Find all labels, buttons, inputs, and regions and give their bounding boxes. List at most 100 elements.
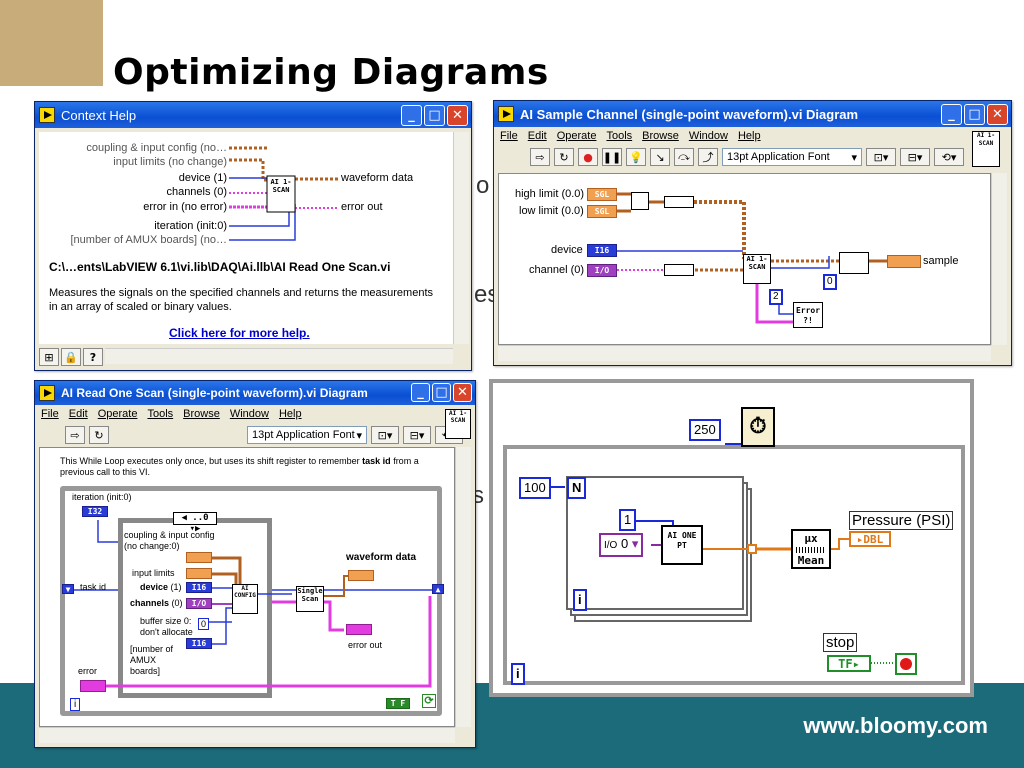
ai-one-pt-node[interactable]: AI ONE PT xyxy=(661,525,703,565)
context-help-titlebar[interactable]: Context Help _ □ ✕ xyxy=(35,102,471,128)
channel-select-control[interactable]: I/O 0 ▾ xyxy=(599,533,644,557)
high-limit-terminal[interactable]: SGL xyxy=(587,188,617,201)
menu-tools[interactable]: Tools xyxy=(147,408,174,420)
loop-condition-icon[interactable]: ⟳ xyxy=(422,694,436,708)
vi-icon: AI 1-SCAN xyxy=(972,131,1000,167)
horizontal-scrollbar[interactable] xyxy=(498,345,991,361)
waveform-data-terminal[interactable] xyxy=(348,570,374,581)
sample-terminal[interactable] xyxy=(887,255,921,268)
menu-window[interactable]: Window xyxy=(229,408,269,420)
distribute-icon[interactable]: ⊟▾ xyxy=(403,426,431,444)
horizontal-scrollbar[interactable] xyxy=(39,727,455,743)
coupling-terminal[interactable] xyxy=(186,552,212,563)
error-handler-node[interactable]: Error ?! xyxy=(793,302,823,328)
one-constant[interactable]: 1 xyxy=(619,509,637,531)
step-into-icon[interactable]: ↘ xyxy=(650,148,670,166)
loop-stop-condition[interactable] xyxy=(895,653,917,675)
labview-icon xyxy=(498,106,514,122)
vertical-scrollbar[interactable] xyxy=(453,132,469,344)
pressure-indicator[interactable]: ▸DBL xyxy=(849,531,891,547)
task-id-label: task id xyxy=(80,582,107,592)
step-out-icon[interactable]: ⤴ xyxy=(698,148,718,166)
channel-label: channel (0) xyxy=(529,264,585,276)
minimize-button[interactable]: _ xyxy=(941,104,962,125)
run-arrow-icon[interactable]: ⇨ xyxy=(65,426,85,444)
menu-edit[interactable]: Edit xyxy=(527,130,547,142)
single-scan-node[interactable]: Single Scan xyxy=(296,586,324,612)
stop-condition-terminal[interactable]: T F xyxy=(386,698,410,709)
ai-1scan-node[interactable]: AI 1-SCAN xyxy=(743,254,771,284)
shift-register-left[interactable]: ▼ xyxy=(62,584,74,594)
read-one-scan-titlebar[interactable]: AI Read One Scan (single-point waveform)… xyxy=(35,381,475,405)
stop-button-terminal[interactable]: TF▸ xyxy=(827,655,871,672)
sample-channel-window: AI Sample Channel (single-point waveform… xyxy=(493,100,1012,366)
low-limit-terminal[interactable]: SGL xyxy=(587,205,617,218)
menu-edit[interactable]: Edit xyxy=(68,408,88,420)
loop-count-constant[interactable]: 100 xyxy=(519,477,551,499)
amux-terminal[interactable]: I16 xyxy=(186,638,212,649)
horizontal-scrollbar[interactable] xyxy=(105,348,453,364)
highlight-bulb-icon[interactable]: 💡 xyxy=(626,148,646,166)
help-content: AI 1-SCAN coupling & input config (no… i… xyxy=(39,132,453,344)
menu-window[interactable]: Window xyxy=(688,130,728,142)
timer-constant[interactable]: 250 xyxy=(689,419,721,441)
font-dropdown[interactable]: 13pt Application Font▾ xyxy=(722,148,862,166)
show-optional-terminals-icon[interactable]: ⊞ xyxy=(39,348,59,366)
menu-browse[interactable]: Browse xyxy=(642,130,679,142)
device-terminal[interactable]: I16 xyxy=(186,582,212,593)
device-terminal[interactable]: I16 xyxy=(587,244,617,257)
font-dropdown[interactable]: 13pt Application Font▾ xyxy=(247,426,367,444)
menu-help[interactable]: Help xyxy=(278,408,302,420)
close-button[interactable]: ✕ xyxy=(987,104,1008,125)
menu-tools[interactable]: Tools xyxy=(606,130,633,142)
help-question-icon[interactable]: ? xyxy=(83,348,103,366)
channels-terminal[interactable]: I/O xyxy=(186,598,212,609)
loop-tunnel xyxy=(747,544,757,554)
align-icon[interactable]: ⊡▾ xyxy=(866,148,896,166)
metronome-wait-icon[interactable]: ⏱ xyxy=(741,407,775,447)
menu-operate[interactable]: Operate xyxy=(556,130,597,142)
more-help-link[interactable]: Click here for more help. xyxy=(169,326,310,340)
iteration-terminal[interactable]: I32 xyxy=(82,506,108,517)
menu-file[interactable]: File xyxy=(41,408,59,420)
run-continuous-icon[interactable]: ↻ xyxy=(554,148,574,166)
run-continuous-icon[interactable]: ↻ xyxy=(89,426,109,444)
menu-operate[interactable]: Operate xyxy=(97,408,138,420)
menu-help[interactable]: Help xyxy=(737,130,761,142)
block-diagram[interactable]: This While Loop executes only once, but … xyxy=(39,447,455,727)
while-loop[interactable] xyxy=(60,486,442,716)
sample-channel-titlebar[interactable]: AI Sample Channel (single-point waveform… xyxy=(494,101,1011,127)
maximize-button[interactable]: □ xyxy=(964,104,985,125)
ai-config-node[interactable]: AI CONFIG xyxy=(232,584,258,614)
pause-icon[interactable]: ❚❚ xyxy=(602,148,622,166)
menu-file[interactable]: File xyxy=(500,130,518,142)
step-over-icon[interactable]: ⤼ xyxy=(674,148,694,166)
shift-register-right[interactable]: ▲ xyxy=(432,584,444,594)
maximize-button[interactable]: □ xyxy=(432,383,451,402)
lock-icon[interactable]: 🔒 xyxy=(61,348,81,366)
case-selector[interactable]: ◀ ..0 ▾▶ xyxy=(173,512,217,534)
vertical-scrollbar[interactable] xyxy=(991,173,1007,345)
channel-terminal[interactable]: I/O xyxy=(587,264,617,277)
error-in-terminal[interactable] xyxy=(80,680,106,692)
index-constant[interactable]: 0 xyxy=(823,274,837,290)
abort-icon[interactable]: ● xyxy=(578,148,598,166)
reorder-icon[interactable]: ⟲▾ xyxy=(934,148,964,166)
distribute-icon[interactable]: ⊟▾ xyxy=(900,148,930,166)
input-limits-terminal[interactable] xyxy=(186,568,212,579)
block-diagram[interactable]: high limit (0.0) low limit (0.0) SGL SGL… xyxy=(498,173,991,345)
menu-browse[interactable]: Browse xyxy=(183,408,220,420)
close-button[interactable]: ✕ xyxy=(447,105,468,126)
minimize-button[interactable]: _ xyxy=(401,105,422,126)
minimize-button[interactable]: _ xyxy=(411,383,430,402)
buffer-size-constant[interactable]: 0 xyxy=(198,618,210,630)
vertical-scrollbar[interactable] xyxy=(455,447,471,727)
close-button[interactable]: ✕ xyxy=(453,383,472,402)
error-out-terminal[interactable] xyxy=(346,624,372,635)
error-type-constant[interactable]: 2 xyxy=(769,289,783,305)
maximize-button[interactable]: □ xyxy=(424,105,445,126)
decorative-tan-square xyxy=(0,0,103,86)
run-arrow-icon[interactable]: ⇨ xyxy=(530,148,550,166)
align-icon[interactable]: ⊡▾ xyxy=(371,426,399,444)
